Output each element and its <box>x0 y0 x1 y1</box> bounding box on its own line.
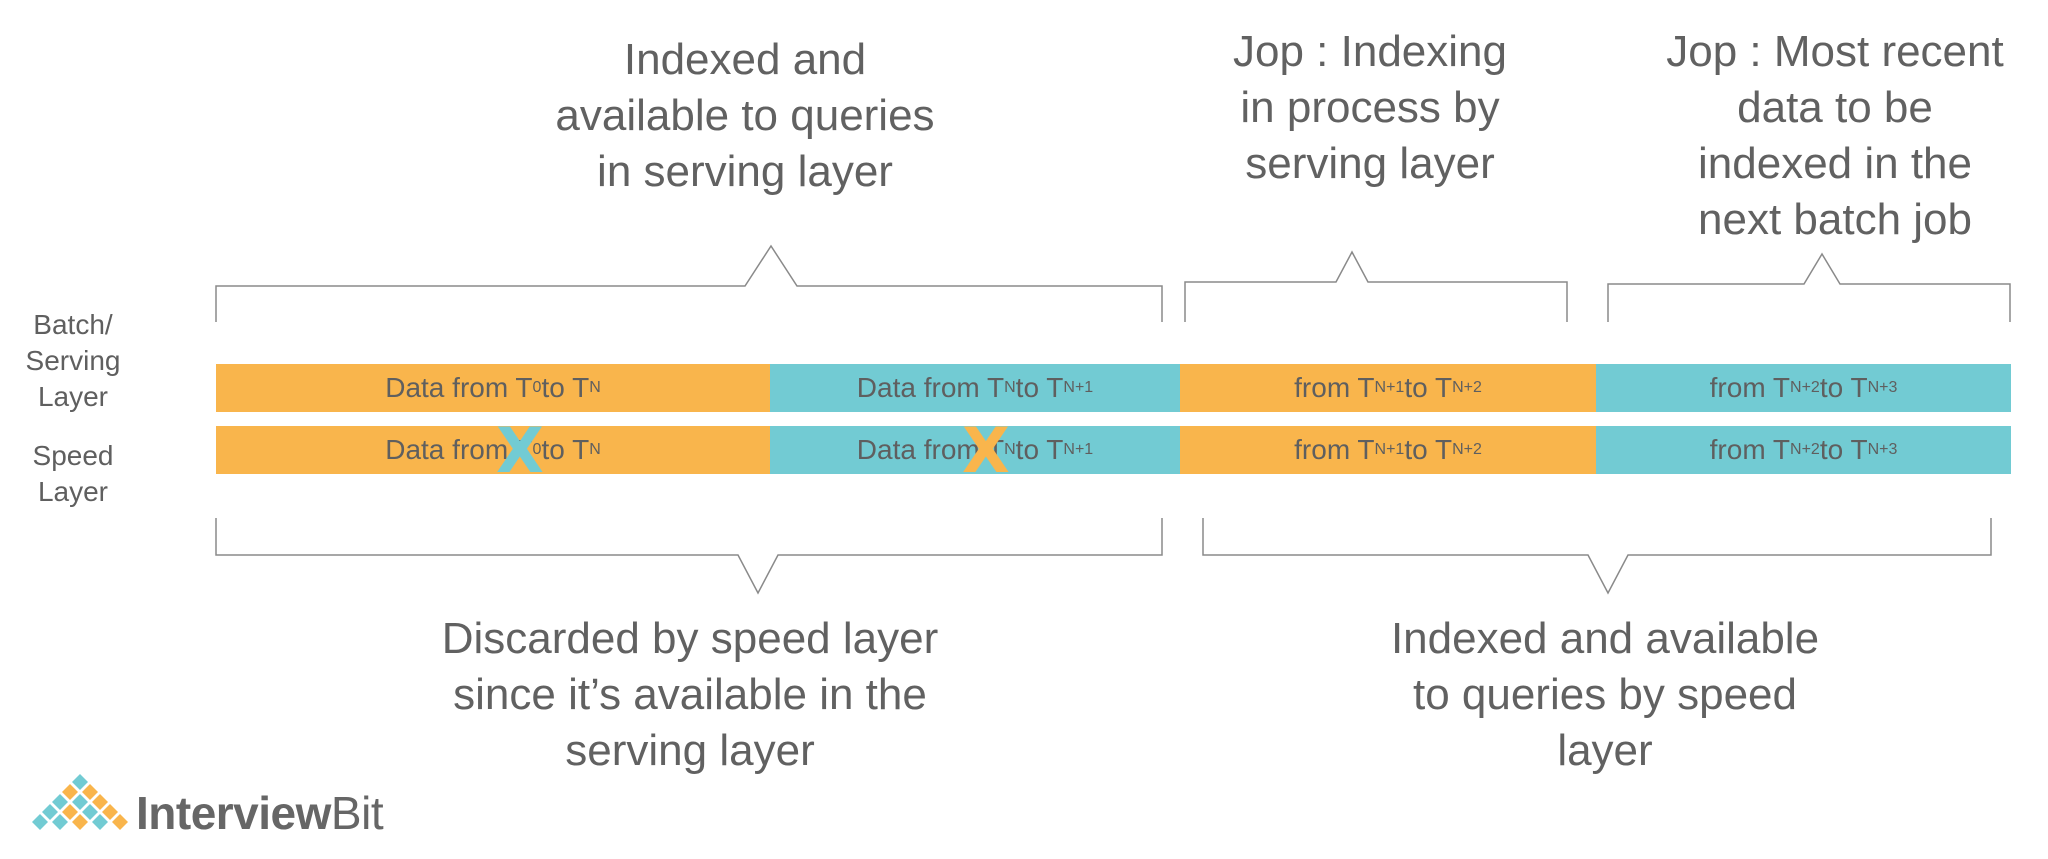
top-bracket-indexing <box>1184 250 1568 322</box>
bottom-bracket-discarded <box>215 518 1163 595</box>
top-bracket-next-batch <box>1607 252 2011 322</box>
top-bracket-serving <box>215 244 1163 322</box>
row-label-speed: Speed Layer <box>32 440 114 507</box>
annotation-serving-indexed: Indexed and available to queries in serv… <box>555 35 935 196</box>
interviewbit-logo-text: InterviewBit <box>136 787 384 839</box>
annotation-indexing-in-process: Jop : Indexing in process by serving lay… <box>1233 27 1507 188</box>
bottom-bracket-speed-indexed <box>1202 518 1992 595</box>
interviewbit-logo-icon <box>32 774 128 830</box>
annotation-indexed-by-speed: Indexed and available to queries by spee… <box>1390 614 1820 775</box>
annotation-next-batch-job: Jop : Most recent data to be indexed in … <box>1666 27 2004 244</box>
row-label-batch-serving: Batch/ Serving Layer <box>25 309 121 412</box>
discarded-cross-mark: X <box>962 414 1010 487</box>
annotation-discarded-by-speed: Discarded by speed layer since it’s avai… <box>441 614 939 775</box>
discarded-cross-mark: X <box>496 414 544 487</box>
